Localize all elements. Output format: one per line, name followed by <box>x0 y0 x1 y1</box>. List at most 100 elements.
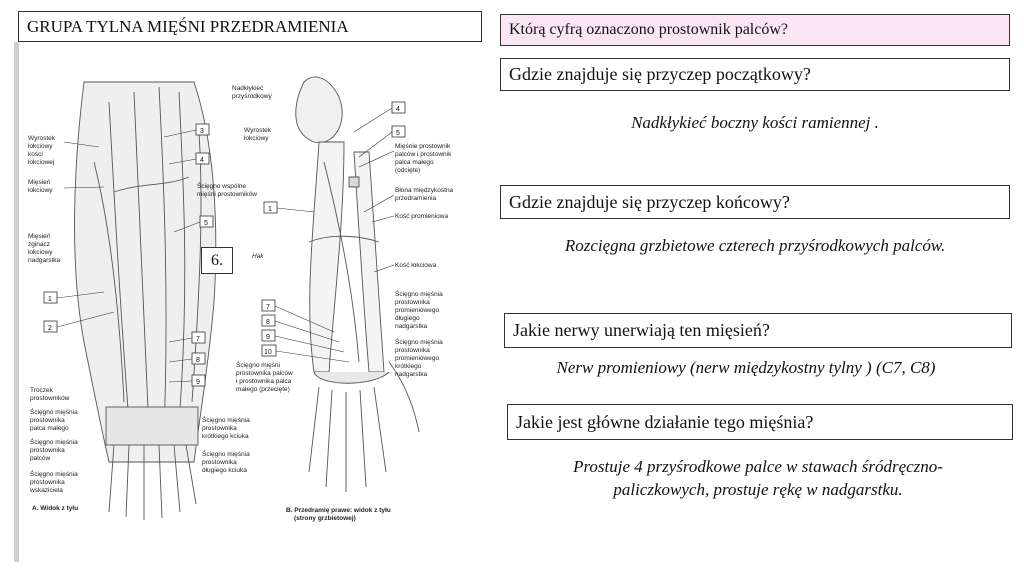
label-bm-2: krótkiego kciuka <box>202 433 249 440</box>
answer-text-3: Rozcięgna grzbietowe czterech przyśrodko… <box>564 236 946 255</box>
label-rs-3: (odcięte) <box>395 167 420 174</box>
label-rs-4: Błona międzykostna <box>395 187 454 194</box>
label-rs-0: Mięśnie prostownik <box>395 143 451 150</box>
slide-title-text: GRUPA TYLNA MIĘŚNI PRZEDRAMIENIA <box>27 16 349 36</box>
page-edge-shadow <box>14 42 19 562</box>
label-bl-1: prostowników <box>30 395 70 402</box>
figure-b-number-text: 4 5 1 7 8 9 10 <box>264 106 400 356</box>
question-text-1: Którą cyfrą oznaczono prostownik palców? <box>509 21 788 38</box>
num-b-4: 4 <box>396 106 400 113</box>
figure-a-tendon-common: Ścięgno wspólne mięśni prostowników <box>197 181 257 198</box>
num-b-8: 8 <box>266 319 270 326</box>
label-rs-7: Kość łokciowa <box>395 262 437 269</box>
label-bl-7: palców <box>30 455 51 462</box>
label-rs-17: nadgarstka <box>395 371 428 378</box>
label-rs-2: palca małego <box>395 159 434 166</box>
num-b-7: 7 <box>266 304 270 311</box>
label-bl-6: prostownika <box>30 447 65 454</box>
label-zginacz: zginacz <box>28 241 50 248</box>
label-bm-0: Ścięgno mięśnia <box>202 415 250 424</box>
label-bl-2: Ścięgno mięśnia <box>30 407 78 416</box>
label-bl-5: Ścięgno mięśnia <box>30 437 78 446</box>
label-rs-6: Kość promieniowa <box>395 213 448 220</box>
question-box-1: Którą cyfrą oznaczono prostownik palców? <box>500 14 1010 46</box>
num-a-3: 3 <box>200 128 204 135</box>
figure-a-bottom-left-labels: Troczek prostowników Ścięgno mięśnia pro… <box>29 387 78 494</box>
label-rs-13: Ścięgno mięśnia <box>395 337 443 346</box>
label-rb-2: i prostownika palca <box>236 378 292 385</box>
label-bm-5: długiego kciuka <box>202 467 247 474</box>
figure-b-leaders <box>274 107 395 363</box>
caption-b-2: (strony grzbietowej) <box>294 515 356 522</box>
label-bl-10: wskaziciela <box>29 487 63 494</box>
figure-b-top-labels: Nadkłykieć przyśrodkowy Wyrostek łokciow… <box>232 85 272 142</box>
forearm-a <box>74 81 217 520</box>
figure-a-bottom-mid-labels: Ścięgno mięśnia prostownika krótkiego kc… <box>202 415 250 474</box>
question-box-5: Jakie jest główne działanie tego mięśnia… <box>507 404 1013 440</box>
label-rb-1: prostownika palców <box>236 370 293 377</box>
label-rb-0: Ścięgno mięśni <box>236 360 280 369</box>
num-b-1: 1 <box>268 206 272 213</box>
label-bm-4: prostownika <box>202 459 237 466</box>
label-rs-12: nadgarstka <box>395 323 428 330</box>
num-a-2: 2 <box>48 325 52 332</box>
answer-marker-box: 6. <box>201 247 233 274</box>
figure-a-number-text: 3 4 5 1 2 7 8 9 <box>48 128 208 386</box>
label-miesien: Mięsień <box>28 179 51 186</box>
label-bl-9: prostownika <box>30 479 65 486</box>
num-a-8: 8 <box>196 357 200 364</box>
label-kosci: kości <box>28 151 43 158</box>
label-rs-5: przedramienia <box>395 195 437 202</box>
question-text-2: Gdzie znajduje się przyczep początkowy? <box>509 64 811 84</box>
anatomy-figure: Wyrostek łokciowy kości łokciowej Mięsie… <box>14 42 454 562</box>
answer-marker-text: 6. <box>211 251 223 269</box>
label-miesien-lokciowy: łokciowy <box>28 187 53 194</box>
label-bl-0: Troczek <box>30 387 54 394</box>
question-box-3: Gdzie znajduje się przyczep końcowy? <box>500 185 1010 219</box>
question-text-5: Jakie jest główne działanie tego mięśnia… <box>516 411 814 432</box>
num-a-9: 9 <box>196 379 200 386</box>
label-nadgarstka: nadgarstka <box>28 257 61 264</box>
answer-text-2: Nadkłykieć boczny kości ramiennej . <box>631 113 879 132</box>
figure-a-left-labels: Wyrostek łokciowy kości łokciowej Mięsie… <box>28 135 61 264</box>
num-b-10: 10 <box>264 349 272 356</box>
num-a-5: 5 <box>204 220 208 227</box>
label-wyrostek: Wyrostek <box>28 135 56 142</box>
label-rs-14: prostownika <box>395 347 430 354</box>
label-rs-8: Ścięgno mięśnia <box>395 289 443 298</box>
figure-b-side-labels: Mięśnie prostownik palców i prostownik p… <box>395 143 454 378</box>
label-rb-3: małego (przecięte) <box>236 386 290 393</box>
label-bm-3: Ścięgno mięśnia <box>202 449 250 458</box>
num-a-4: 4 <box>200 157 204 164</box>
num-b-9: 9 <box>266 334 270 341</box>
label-hak: Hak <box>252 253 264 260</box>
num-a-7: 7 <box>196 336 200 343</box>
label-rs-16: krótkiego <box>395 363 422 370</box>
slide-title: GRUPA TYLNA MIĘŚNI PRZEDRAMIENIA <box>18 11 482 42</box>
label-rt-0: Nadkłykieć <box>232 85 264 92</box>
label-bl-4: palca małego <box>30 425 69 432</box>
label-rs-11: długiego <box>395 315 420 322</box>
question-box-2: Gdzie znajduje się przyczep początkowy? <box>500 58 1010 91</box>
figure-a-numbers <box>43 123 214 387</box>
label-bl-8: Ścięgno mięśnia <box>30 469 78 478</box>
label-rs-9: prostownika <box>395 299 430 306</box>
label-rt-3: łokciowy <box>244 135 269 142</box>
question-text-3: Gdzie znajduje się przyczep końcowy? <box>509 191 790 212</box>
label-rs-10: promieniowego <box>395 307 439 314</box>
label-tendon-common-1: Ścięgno wspólne <box>197 181 247 190</box>
label-lokciowy: łokciowy <box>28 143 53 150</box>
label-lokciowy-2: łokciowy <box>28 249 53 256</box>
label-rt-2: Wyrostek <box>244 127 272 134</box>
question-box-4: Jakie nerwy unerwiają ten mięsień? <box>504 313 1012 348</box>
figure-b-bottom-labels: Ścięgno mięśni prostownika palców i pros… <box>236 360 293 393</box>
caption-b-1: B. Przedramię prawe: widok z tyłu <box>286 507 391 514</box>
label-rs-15: promieniowego <box>395 355 439 362</box>
num-a-1: 1 <box>48 296 52 303</box>
answer-text-4: Nerw promieniowy (nerw międzykostny tyln… <box>556 358 936 377</box>
forearm-b <box>295 76 420 492</box>
label-miesien-2: Mięsień <box>28 233 51 240</box>
label-lokciowej: łokciowej <box>28 159 54 166</box>
label-rs-1: palców i prostownik <box>395 151 452 158</box>
caption-a: A. Widok z tyłu <box>32 505 78 512</box>
